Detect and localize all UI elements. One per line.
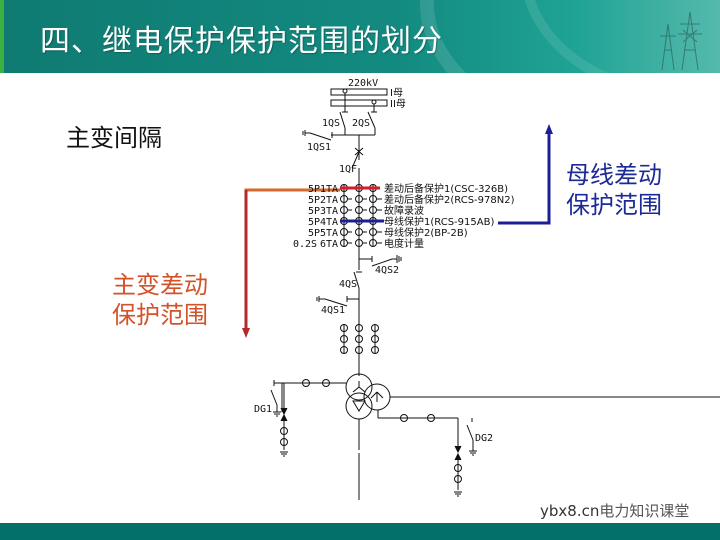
watermark-site: ybx8.cn	[540, 502, 600, 520]
bus-2	[330, 99, 388, 107]
switch-1qs1-label: 1QS1	[307, 142, 331, 153]
svg-text:3TA: 3TA	[320, 206, 338, 217]
power-tower-icon	[660, 11, 702, 71]
slide-footer-bar	[0, 523, 720, 540]
svg-text:5TA: 5TA	[320, 228, 338, 239]
switch-1qs-label: 1QS	[322, 118, 340, 129]
slide-header: 四、继电保护保护范围的划分	[0, 0, 720, 73]
svg-text:差动后备保护2(RCS-978N2): 差动后备保护2(RCS-978N2)	[384, 193, 515, 206]
svg-text:母线保护1(RCS-915AB): 母线保护1(RCS-915AB)	[384, 215, 494, 228]
switch-dg2-label: DG2	[475, 433, 493, 444]
switch-dg1-label: DG1	[254, 404, 272, 415]
header-accent-bar	[0, 0, 4, 73]
svg-text:5P: 5P	[308, 206, 320, 217]
watermark: ybx8.cn电力知识课堂	[540, 500, 689, 521]
svg-text:故障录波: 故障录波	[384, 204, 424, 217]
svg-text:电度计量: 电度计量	[384, 237, 424, 250]
busbar-diff-range-label: 母线差动 保护范围	[566, 160, 662, 220]
transformer-symbol	[270, 352, 720, 497]
svg-text:0.2S: 0.2S	[293, 239, 317, 250]
watermark-name: 电力知识课堂	[599, 502, 690, 520]
ct-function-labels: 差动后备保护1(CSC-326B) 差动后备保护2(RCS-978N2) 故障录…	[384, 182, 515, 250]
page-title: 四、继电保护保护范围的划分	[40, 24, 443, 59]
breaker-1qf-label: 1QF	[339, 164, 357, 175]
switch-4qs2-label: 4QS2	[375, 265, 399, 276]
bus-1	[330, 88, 388, 96]
bus-1-label: I母	[390, 87, 403, 99]
switch-4qs1-label: 4QS1	[321, 305, 345, 316]
label-line: 母线差动	[566, 161, 662, 189]
transformer-diff-range	[242, 186, 380, 338]
ct-group	[340, 184, 382, 247]
switch-4qs-label: 4QS	[339, 279, 357, 290]
label-line: 保护范围	[566, 191, 662, 219]
svg-text:1TA: 1TA	[320, 184, 338, 195]
label-line: 保护范围	[112, 301, 208, 329]
svg-text:4TA: 4TA	[320, 217, 338, 228]
svg-text:5P: 5P	[308, 195, 320, 206]
svg-text:差动后备保护1(CSC-326B): 差动后备保护1(CSC-326B)	[384, 182, 508, 195]
svg-text:6TA: 6TA	[320, 239, 338, 250]
svg-text:5P: 5P	[308, 184, 320, 195]
svg-text:5P: 5P	[308, 228, 320, 239]
busbar-diff-range	[340, 124, 553, 225]
transformer-diff-range-label: 主变差动 保护范围	[112, 270, 208, 330]
svg-text:5P: 5P	[308, 217, 320, 228]
bus-2-label: II母	[390, 98, 406, 110]
label-line: 主变差动	[112, 271, 208, 299]
svg-text:2TA: 2TA	[320, 195, 338, 206]
switch-2qs-label: 2QS	[352, 118, 370, 129]
section-label: 主变间隔	[66, 124, 162, 152]
svg-text:母线保护2(BP-2B): 母线保护2(BP-2B)	[384, 226, 468, 239]
bus-voltage-label: 220kV	[348, 78, 378, 89]
